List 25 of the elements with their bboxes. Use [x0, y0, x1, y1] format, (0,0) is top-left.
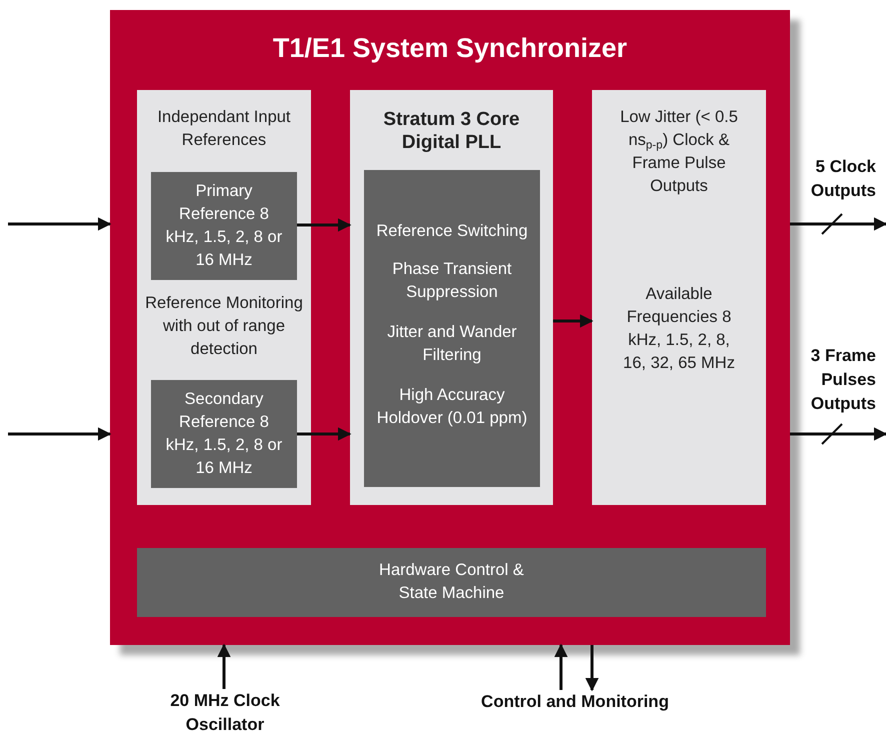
panel-heading: Stratum 3 Core Digital PLL: [382, 108, 521, 154]
system-block: [110, 10, 790, 645]
function-panel: [350, 90, 553, 505]
function-text: High Accuracy Holdover (0.01 ppm): [376, 385, 528, 429]
function-text: Jitter and Wander Filtering: [386, 322, 518, 366]
io-label: 20 MHz Clock Oscillator: [169, 690, 281, 736]
panel-heading: Low Jitter (< 0.5 ns$_{p-p}$) Clock & Frame Pulse Outputs: [619, 107, 739, 197]
function-box: [137, 548, 766, 617]
output-label: 3 Frame Pulses Outputs: [810, 345, 876, 415]
io-label: Control and Monitoring: [480, 691, 670, 713]
function-text: Hardware Control & State Machine: [378, 560, 525, 604]
function-text: Available Frequencies 8 kHz, 1.5, 2, 8, 16, 32, 65 MHz: [622, 284, 736, 374]
panel-heading: Independant Input References: [156, 107, 292, 151]
function-box: [151, 380, 297, 488]
function-text: Secondary Reference 8 kHz, 1.5, 2, 8 or 16 MHz: [165, 389, 283, 479]
function-box: [364, 170, 540, 487]
function-text: Phase Transient Suppression: [391, 259, 513, 303]
function-panel: [592, 90, 766, 505]
function-text: Primary Reference 8 kHz, 1.5, 2, 8 or 16 MHz: [165, 181, 283, 271]
block-heading: T1/E1 System Synchronizer: [272, 32, 628, 64]
function-box: [151, 172, 297, 280]
output-label: 5 Clock Outputs: [810, 156, 876, 202]
function-text: Reference Monitoring with out of range detection: [144, 293, 304, 360]
function-text: Reference Switching: [375, 221, 529, 242]
function-panel: [137, 90, 311, 505]
